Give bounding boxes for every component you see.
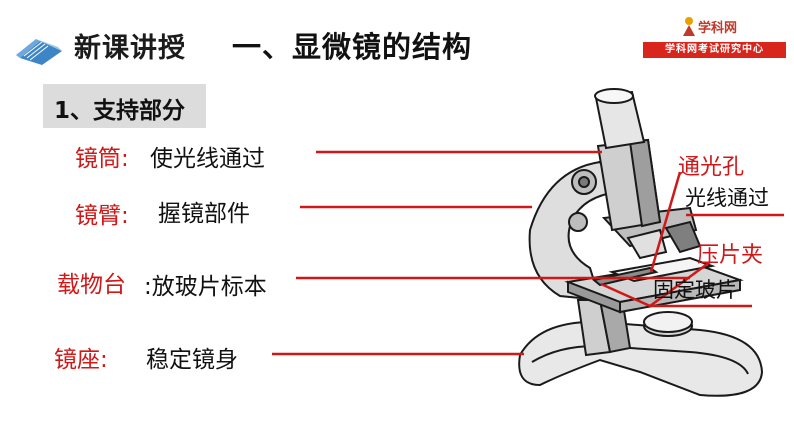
part-name: 镜座: xyxy=(54,340,108,374)
part-name: 镜筒: xyxy=(75,139,129,173)
part-desc: 固定玻片 xyxy=(653,274,737,304)
part-desc: 稳定镜身 xyxy=(146,340,238,374)
part-name: 镜臂: xyxy=(75,196,129,230)
part-name: 通光孔 xyxy=(678,149,744,181)
part-name: 压片夹 xyxy=(697,237,763,269)
part-name: 载物台 xyxy=(57,265,126,299)
part-desc: 使光线通过 xyxy=(150,139,265,173)
part-desc: :放玻片标本 xyxy=(144,267,267,301)
part-desc: 光线通过 xyxy=(685,182,769,212)
part-desc: 握镜部件 xyxy=(158,194,250,228)
